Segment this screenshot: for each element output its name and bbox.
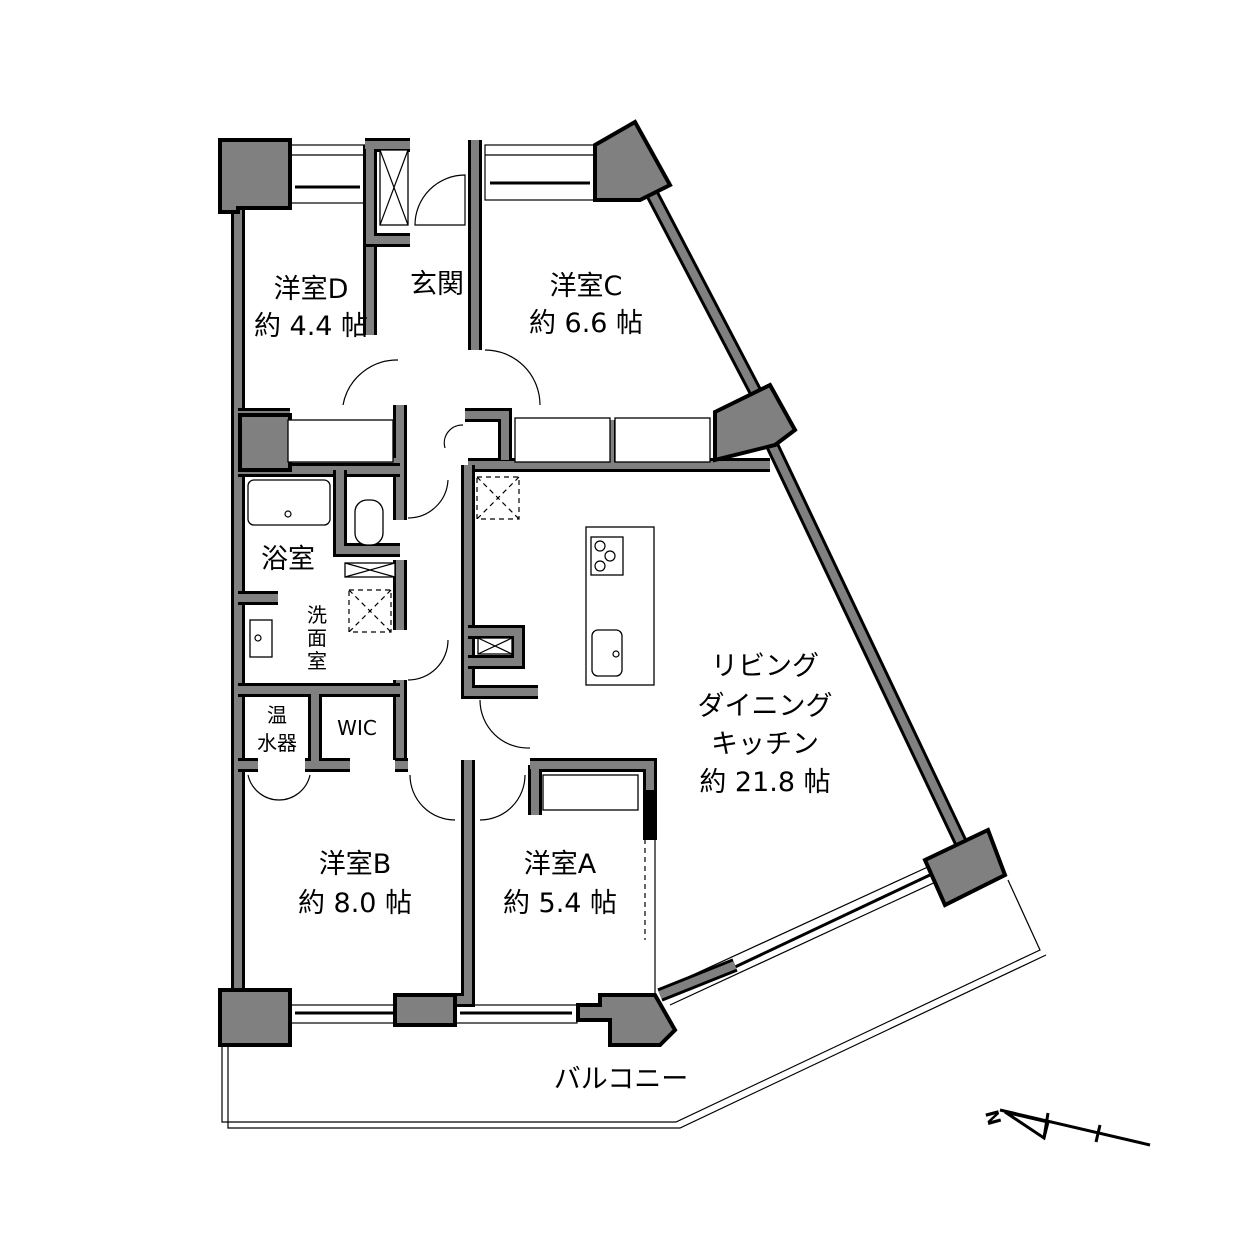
columns bbox=[218, 119, 1008, 1047]
water-heater-label-2: 水器 bbox=[257, 731, 297, 755]
ldk-size: 約 21.8 帖 bbox=[699, 767, 830, 798]
washroom-label-3: 室 bbox=[307, 649, 327, 673]
balcony-label: バルコニー bbox=[554, 1064, 688, 1095]
washroom-label-2: 面 bbox=[307, 626, 327, 650]
room-a-name: 洋室A bbox=[524, 849, 597, 880]
compass-icon: N bbox=[980, 1108, 1151, 1147]
room-b-name: 洋室B bbox=[319, 849, 392, 880]
room-c-name: 洋室C bbox=[550, 271, 623, 302]
water-heater-label-1: 温 bbox=[267, 703, 287, 727]
bath-label: 浴室 bbox=[261, 544, 315, 575]
entrance-label: 玄関 bbox=[410, 269, 464, 300]
ldk-label-2: ダイニング bbox=[698, 691, 833, 722]
ldk-label-1: リビング bbox=[711, 651, 819, 682]
wic-label: WIC bbox=[337, 716, 377, 740]
room-b-size: 約 8.0 帖 bbox=[298, 888, 412, 919]
room-d-size: 約 4.4 帖 bbox=[254, 311, 368, 342]
room-a-size: 約 5.4 帖 bbox=[503, 888, 617, 919]
doors bbox=[247, 174, 541, 821]
balcony-outline bbox=[221, 879, 1047, 1129]
room-c-size: 約 6.6 帖 bbox=[529, 308, 643, 339]
room-labels: 洋室D 約 4.4 帖 玄関 洋室C 約 6.6 帖 浴室 洗 面 室 温 水器… bbox=[254, 269, 833, 1095]
room-d-name: 洋室D bbox=[274, 274, 349, 305]
ldk-label-3: キッチン bbox=[711, 729, 819, 760]
fixtures bbox=[247, 149, 711, 995]
compass-label: N bbox=[980, 1108, 1004, 1128]
washroom-label-1: 洗 bbox=[307, 603, 327, 627]
